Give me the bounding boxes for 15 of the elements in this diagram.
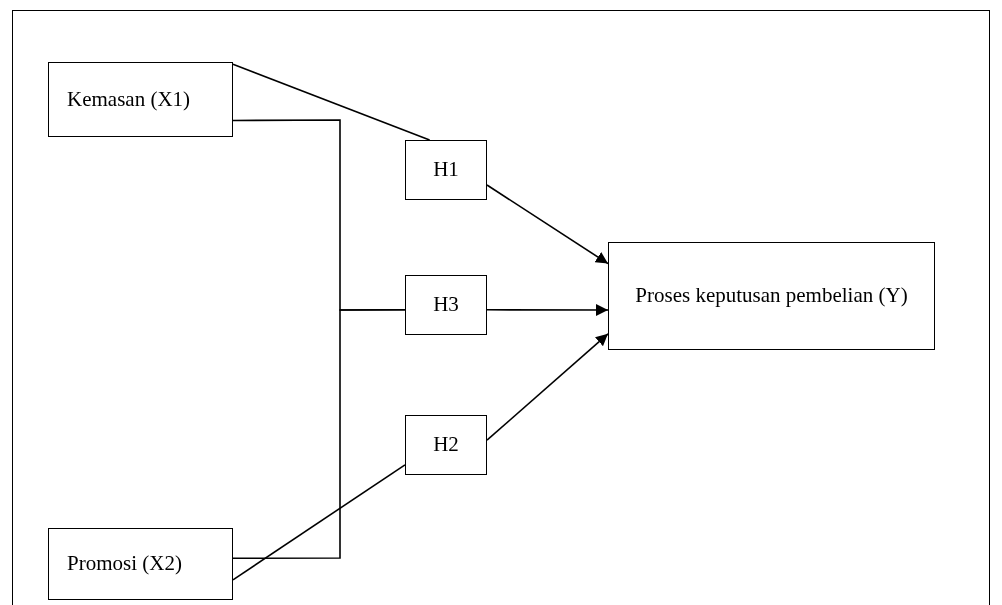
node-label: H2	[433, 431, 459, 459]
arrow	[486, 184, 609, 265]
variable-box	[48, 528, 233, 600]
node-label: H3	[433, 291, 459, 319]
arrow	[486, 333, 609, 441]
node-label: Promosi (X2)	[67, 550, 182, 578]
node-label: H1	[433, 156, 459, 184]
node-label: Proses keputusan pembelian (Y)	[635, 282, 908, 310]
hypothesis-box	[405, 415, 487, 475]
arrow	[486, 304, 609, 316]
variable-box	[48, 62, 233, 137]
hypothesis-box	[405, 140, 487, 200]
node-label: Kemasan (X1)	[67, 85, 191, 113]
hypothesis-box	[405, 275, 487, 335]
variable-box	[608, 242, 935, 350]
